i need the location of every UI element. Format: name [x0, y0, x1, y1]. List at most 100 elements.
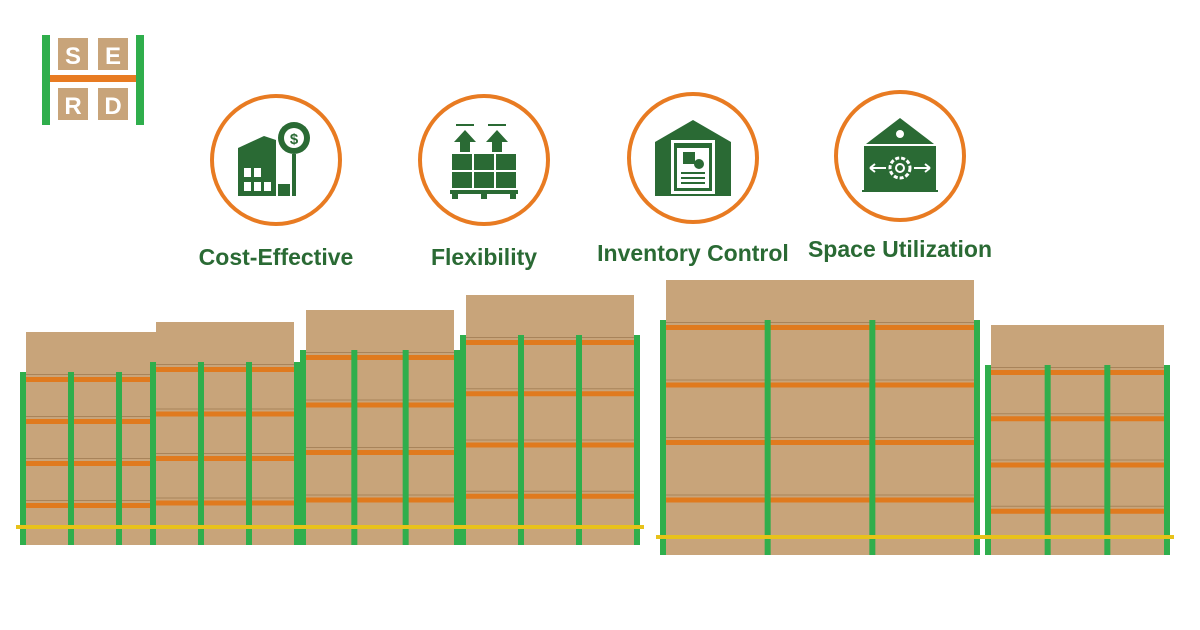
box-line [26, 458, 164, 459]
rack-upright [402, 350, 409, 545]
rack-beam [150, 500, 300, 506]
box-line [991, 505, 1164, 507]
rack-upright [294, 362, 300, 545]
rack-beam [20, 503, 170, 508]
rack-beam [660, 325, 980, 330]
rack-boxes [26, 332, 164, 545]
circle-frame [418, 94, 550, 226]
rack-beam [985, 416, 1170, 422]
svg-text:R: R [64, 93, 81, 120]
circle-frame [834, 90, 966, 222]
rack-upright [576, 335, 582, 545]
box-line [466, 490, 634, 492]
warehouse-clipboard-icon [655, 120, 731, 196]
safety-barrier [16, 525, 174, 529]
box-line [306, 399, 454, 401]
rack-beam [460, 493, 640, 499]
circle-frame: $ [210, 94, 342, 226]
rack-boxes [991, 325, 1164, 555]
warehouse-gear-arrows-icon [862, 118, 938, 192]
rack-upright [1164, 365, 1170, 555]
rack-beam [20, 461, 170, 466]
rack-upright [460, 335, 466, 545]
rack-beam [150, 411, 300, 417]
rack-upright [351, 350, 358, 545]
svg-text:D: D [104, 93, 121, 120]
feature-label: Inventory Control [597, 240, 789, 266]
box-line [991, 413, 1164, 415]
rack-boxes [156, 322, 294, 545]
rack-upright [518, 335, 524, 545]
box-line [991, 459, 1164, 461]
rack-beam [985, 508, 1170, 514]
rack-beam [300, 402, 460, 408]
rack-beam [460, 442, 640, 448]
safety-barrier [456, 525, 644, 529]
rack-boxes [666, 280, 974, 555]
rack-beam [300, 355, 460, 360]
rack-upright [246, 362, 252, 545]
box-line [26, 374, 164, 375]
rack-beam [660, 440, 980, 445]
box-line [306, 447, 454, 448]
box-line [306, 494, 454, 496]
rack-beam [300, 497, 460, 503]
box-line [26, 416, 164, 417]
rack-upright [198, 362, 204, 545]
box-line [26, 500, 164, 501]
rack-upright [660, 320, 666, 555]
rack-upright [300, 350, 306, 545]
rack-upright [454, 350, 460, 545]
rack-upright [1044, 365, 1051, 555]
svg-text:$: $ [290, 131, 299, 148]
feature-flexibility: Flexibility [374, 94, 594, 271]
box-line [466, 388, 634, 390]
warehouse-dollar-gear-icon: $ [238, 122, 310, 196]
box-line [466, 337, 634, 338]
box-line [666, 322, 974, 323]
rack-beam [20, 419, 170, 424]
rack-upright [985, 365, 991, 555]
rack-beam [660, 382, 980, 388]
feature-label: Cost-Effective [198, 244, 354, 270]
rack-beam [20, 377, 170, 382]
safety-barrier [656, 535, 984, 539]
rack-beam [985, 462, 1170, 468]
rack-beam [660, 497, 980, 503]
rack-upright [764, 320, 771, 555]
feature-label: Space Utilization [807, 236, 993, 262]
rack-upright [1104, 365, 1111, 555]
svg-text:S: S [65, 43, 81, 70]
feature-label: Flexibility [430, 244, 538, 270]
rack-upright [20, 372, 26, 545]
rack-beam [985, 370, 1170, 375]
svg-text:E: E [105, 43, 121, 70]
pallet-boxes-arrows-up-icon [450, 124, 518, 199]
rack-upright [116, 372, 122, 545]
box-line [156, 497, 294, 499]
feature-inventory-control: Inventory Control [583, 92, 803, 267]
rack-beam [150, 367, 300, 372]
safety-barrier [981, 535, 1174, 539]
circle-frame [627, 92, 759, 224]
rack-upright [974, 320, 980, 555]
box-line [666, 437, 974, 438]
box-line [666, 379, 974, 381]
box-line [466, 439, 634, 441]
rack-boxes [466, 295, 634, 545]
rack-upright [634, 335, 640, 545]
box-line [991, 367, 1164, 368]
pallet-racks-illustration [16, 280, 1174, 555]
feature-space-utilization: Space Utilization [790, 90, 1010, 263]
rack-beam [460, 340, 640, 345]
box-line [666, 494, 974, 496]
feature-cost-effective: $ Cost-Effective [166, 94, 386, 271]
box-line [156, 364, 294, 365]
box-line [156, 408, 294, 410]
rack-upright [150, 362, 156, 545]
safety-barrier [146, 525, 304, 529]
safety-barrier [296, 525, 464, 529]
box-line [306, 352, 454, 353]
rack-upright [869, 320, 876, 555]
